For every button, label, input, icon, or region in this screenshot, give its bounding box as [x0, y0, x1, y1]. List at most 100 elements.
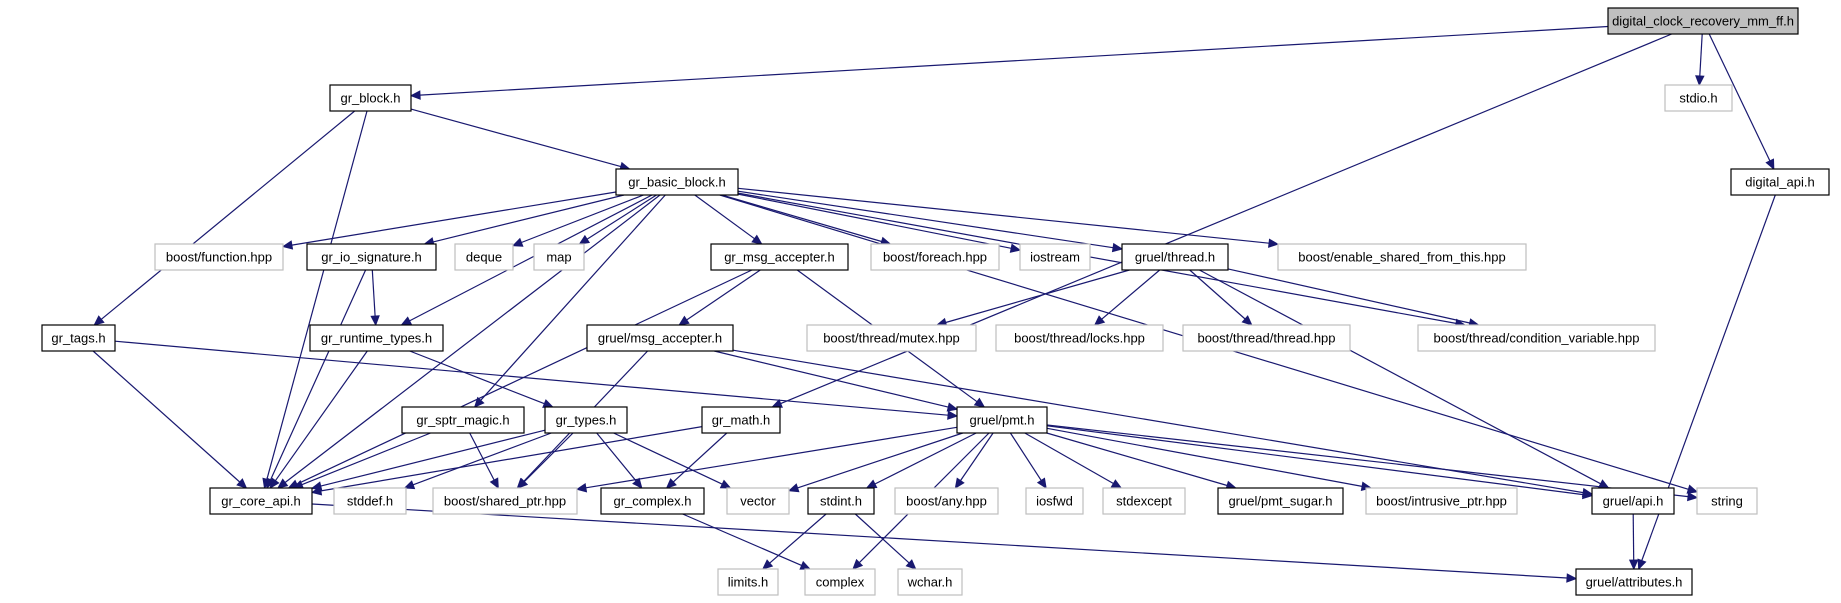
edge-stdint-to-limits: [769, 513, 827, 564]
edge-gr_types-to-vector: [613, 432, 723, 485]
node-label: gr_sptr_magic.h: [416, 413, 509, 428]
node-label: map: [546, 250, 571, 265]
node-label: vector: [740, 494, 776, 509]
node-gruel-pmt[interactable]: gruel/pmt.h: [956, 406, 1048, 434]
arrowhead-stdint-to-limits: [761, 559, 774, 570]
edge-gr_types-to-gr_complex: [596, 432, 637, 482]
edge-gruel_pmt-to-boost_intrusive_ptr: [1046, 427, 1363, 487]
node-boost-esft: boost/enable_shared_from_this.hpp: [1277, 243, 1527, 271]
node-box: [804, 568, 876, 596]
node-label: gr_basic_block.h: [628, 175, 726, 190]
node-complex: complex: [804, 568, 876, 596]
node-gruel-api[interactable]: gruel/api.h: [1591, 487, 1675, 515]
node-gr-core-api[interactable]: gr_core_api.h: [209, 487, 313, 515]
node-box: [870, 243, 1000, 271]
arrowhead-root-to-gr_block: [409, 90, 421, 100]
node-label: boost/foreach.hpp: [883, 250, 987, 265]
node-gr-math[interactable]: gr_math.h: [701, 406, 781, 434]
node-gruel-thread[interactable]: gruel/thread.h: [1121, 243, 1229, 271]
edge-gr_types-to-gr_core_api: [320, 429, 546, 487]
node-boost-function: boost/function.hpp: [154, 243, 284, 271]
arrowhead-gr_basic_block-to-map: [578, 234, 591, 245]
node-box: [956, 406, 1048, 434]
arrowhead-gr_runtime_types-to-gr_core_api: [269, 477, 280, 490]
arrowhead-root-to-stdio: [1695, 75, 1705, 87]
arrowhead-gr_complex-to-complex: [799, 560, 812, 570]
edge-gr_basic_block-to-boost_thread_cv: [737, 192, 1457, 324]
arrowhead-gr_basic_block-to-gruel_thread: [1111, 242, 1124, 253]
node-box: [1591, 487, 1675, 515]
node-box: [701, 406, 781, 434]
arrowhead-gruel_api-to-gruel_attributes: [1628, 559, 1639, 571]
node-label: gr_io_signature.h: [321, 250, 421, 265]
node-box: [1575, 568, 1693, 596]
node-gr-basic-block[interactable]: gr_basic_block.h: [615, 168, 739, 196]
node-digital-api[interactable]: digital_api.h: [1730, 168, 1830, 196]
node-label: boost/enable_shared_from_this.hpp: [1298, 250, 1505, 265]
edge-gr_tags-to-gruel_pmt: [114, 340, 949, 416]
node-gr-types[interactable]: gr_types.h: [544, 406, 628, 434]
node-label: gruel/attributes.h: [1586, 575, 1683, 590]
node-box: [1182, 324, 1351, 352]
node-boost-thread-thread: boost/thread/thread.hpp: [1182, 324, 1351, 352]
node-gruel-pmt-sugar[interactable]: gruel/pmt_sugar.h: [1217, 487, 1344, 515]
node-boost-thread-locks: boost/thread/locks.hpp: [995, 324, 1164, 352]
node-box: [41, 324, 116, 352]
edge-gr_types-to-boost_shared_ptr: [523, 432, 574, 483]
node-layer: digital_clock_recovery_mm_ff.h gr_block.h…: [41, 7, 1830, 596]
arrowhead-gr_basic_block-to-gr_runtime_types: [400, 316, 413, 326]
node-label: iostream: [1030, 250, 1080, 265]
node-label: gruel/thread.h: [1135, 250, 1215, 265]
node-gr-tags[interactable]: gr_tags.h: [41, 324, 116, 352]
node-gr-msg-accepter[interactable]: gr_msg_accepter.h: [710, 243, 849, 271]
node-label: boost/thread/condition_variable.hpp: [1434, 331, 1640, 346]
arrowhead-gruel_pmt-to-boost_any: [954, 477, 965, 490]
arrowhead-stdint-to-wchar: [905, 559, 917, 570]
edge-gr_runtime_types-to-gr_core_api: [274, 350, 368, 482]
node-box: [1121, 243, 1229, 271]
node-boost-any: boost/any.hpp: [894, 487, 999, 515]
edge-gr_basic_block-to-gr_msg_accepter: [694, 194, 755, 240]
node-box: [995, 324, 1164, 352]
node-label: boost/function.hpp: [166, 250, 272, 265]
edge-gruel_thread-to-boost_thread_mutex: [945, 269, 1130, 324]
node-box: [329, 84, 412, 112]
node-box: [1607, 7, 1799, 35]
edge-gr_basic_block-to-gruel_thread: [737, 190, 1114, 249]
node-gruel-msg-accepter[interactable]: gruel/msg_accepter.h: [586, 324, 734, 352]
node-label: boost/shared_ptr.hpp: [444, 494, 566, 509]
edge-gr_msg_accepter-to-gruel_msg_accepter: [686, 269, 761, 321]
node-label: gr_runtime_types.h: [321, 331, 432, 346]
edge-gr_io_signature-to-gr_core_api: [270, 269, 367, 481]
node-iosfwd: iosfwd: [1025, 487, 1084, 515]
edge-gr_sptr_magic-to-boost_shared_ptr: [469, 432, 495, 481]
node-box: [1417, 324, 1656, 352]
node-wchar: wchar.h: [897, 568, 963, 596]
node-label: string: [1711, 494, 1743, 509]
node-label: gr_core_api.h: [221, 494, 301, 509]
node-gr-runtime-types[interactable]: gr_runtime_types.h: [309, 324, 444, 352]
node-stdint[interactable]: stdint.h: [807, 487, 875, 515]
node-label: boost/thread/mutex.hpp: [823, 331, 960, 346]
edge-gruel_pmt-to-gruel_api: [1046, 425, 1584, 496]
edge-gr_basic_block-to-deque: [521, 194, 644, 244]
node-gr-block[interactable]: gr_block.h: [329, 84, 412, 112]
arrowhead-gruel_msg_accepter-to-gruel_pmt: [946, 402, 959, 412]
arrowhead-gr_math-to-gr_core_api: [310, 486, 323, 496]
edge-gruel_msg_accepter-to-gruel_api: [732, 349, 1584, 494]
edge-gr_basic_block-to-boost_esft: [737, 187, 1270, 244]
node-root[interactable]: digital_clock_recovery_mm_ff.h: [1607, 7, 1799, 35]
node-gruel-attributes[interactable]: gruel/attributes.h: [1575, 568, 1693, 596]
arrowhead-gruel_pmt-to-string: [1687, 491, 1699, 502]
node-gr-complex[interactable]: gr_complex.h: [600, 487, 705, 515]
node-label: gruel/pmt.h: [969, 413, 1034, 428]
edge-gr_math-to-gr_core_api: [320, 426, 703, 492]
node-gr-io-signature[interactable]: gr_io_signature.h: [306, 243, 437, 271]
node-label: stdio.h: [1679, 91, 1717, 106]
node-box: [432, 487, 578, 515]
node-box: [1102, 487, 1186, 515]
node-gr-sptr-magic[interactable]: gr_sptr_magic.h: [401, 406, 525, 434]
node-box: [600, 487, 705, 515]
node-box: [1664, 84, 1733, 112]
node-box: [544, 406, 628, 434]
